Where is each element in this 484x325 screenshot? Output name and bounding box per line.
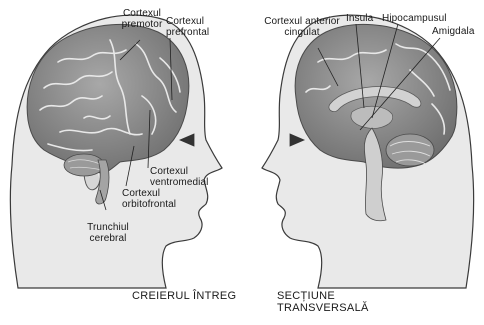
label-cortex-orbitofrontal: Cortexul orbitofrontal: [122, 188, 176, 210]
label-brainstem-line1: Trunchiul: [80, 222, 136, 233]
label-cortex-prefrontal: Cortexul prefrontal: [166, 16, 209, 38]
label-anterior-cingulate: Cortexul anterior cingulat: [256, 16, 348, 38]
right-head: [262, 15, 474, 288]
label-cortex-ventromedial: Cortexul ventromedial: [150, 166, 208, 188]
label-cortex-ventromedial-line2: ventromedial: [150, 177, 208, 188]
label-hippocampus: Hipocampusul: [382, 13, 447, 24]
label-brainstem-line2: cerebral: [80, 233, 136, 244]
label-amygdala: Amigdala: [432, 26, 475, 37]
label-cortex-premotor-line2: premotor: [110, 19, 174, 30]
label-cortex-prefrontal-line2: prefrontal: [166, 27, 209, 38]
caption-cross-section: SECȚIUNE TRANSVERSALĂ: [277, 290, 369, 314]
caption-cross-section-line1: SECȚIUNE: [277, 290, 369, 302]
caption-whole-brain: CREIERUL ÎNTREG: [132, 290, 236, 302]
label-cortex-premotor: Cortexul premotor: [110, 8, 174, 30]
label-insula: Insula: [346, 13, 373, 24]
left-head: [10, 15, 222, 288]
label-cortex-orbitofrontal-line1: Cortexul: [122, 188, 176, 199]
label-cortex-prefrontal-line1: Cortexul: [166, 16, 209, 27]
right-cerebellum: [386, 134, 434, 166]
label-anterior-cingulate-line2: cingulat: [256, 27, 348, 38]
label-cortex-orbitofrontal-line2: orbitofrontal: [122, 199, 176, 210]
label-brainstem: Trunchiul cerebral: [80, 222, 136, 244]
label-anterior-cingulate-line1: Cortexul anterior: [256, 16, 348, 27]
label-cortex-premotor-line1: Cortexul: [110, 8, 174, 19]
caption-cross-section-line2: TRANSVERSALĂ: [277, 302, 369, 314]
left-cerebellum: [64, 154, 104, 176]
label-cortex-ventromedial-line1: Cortexul: [150, 166, 208, 177]
